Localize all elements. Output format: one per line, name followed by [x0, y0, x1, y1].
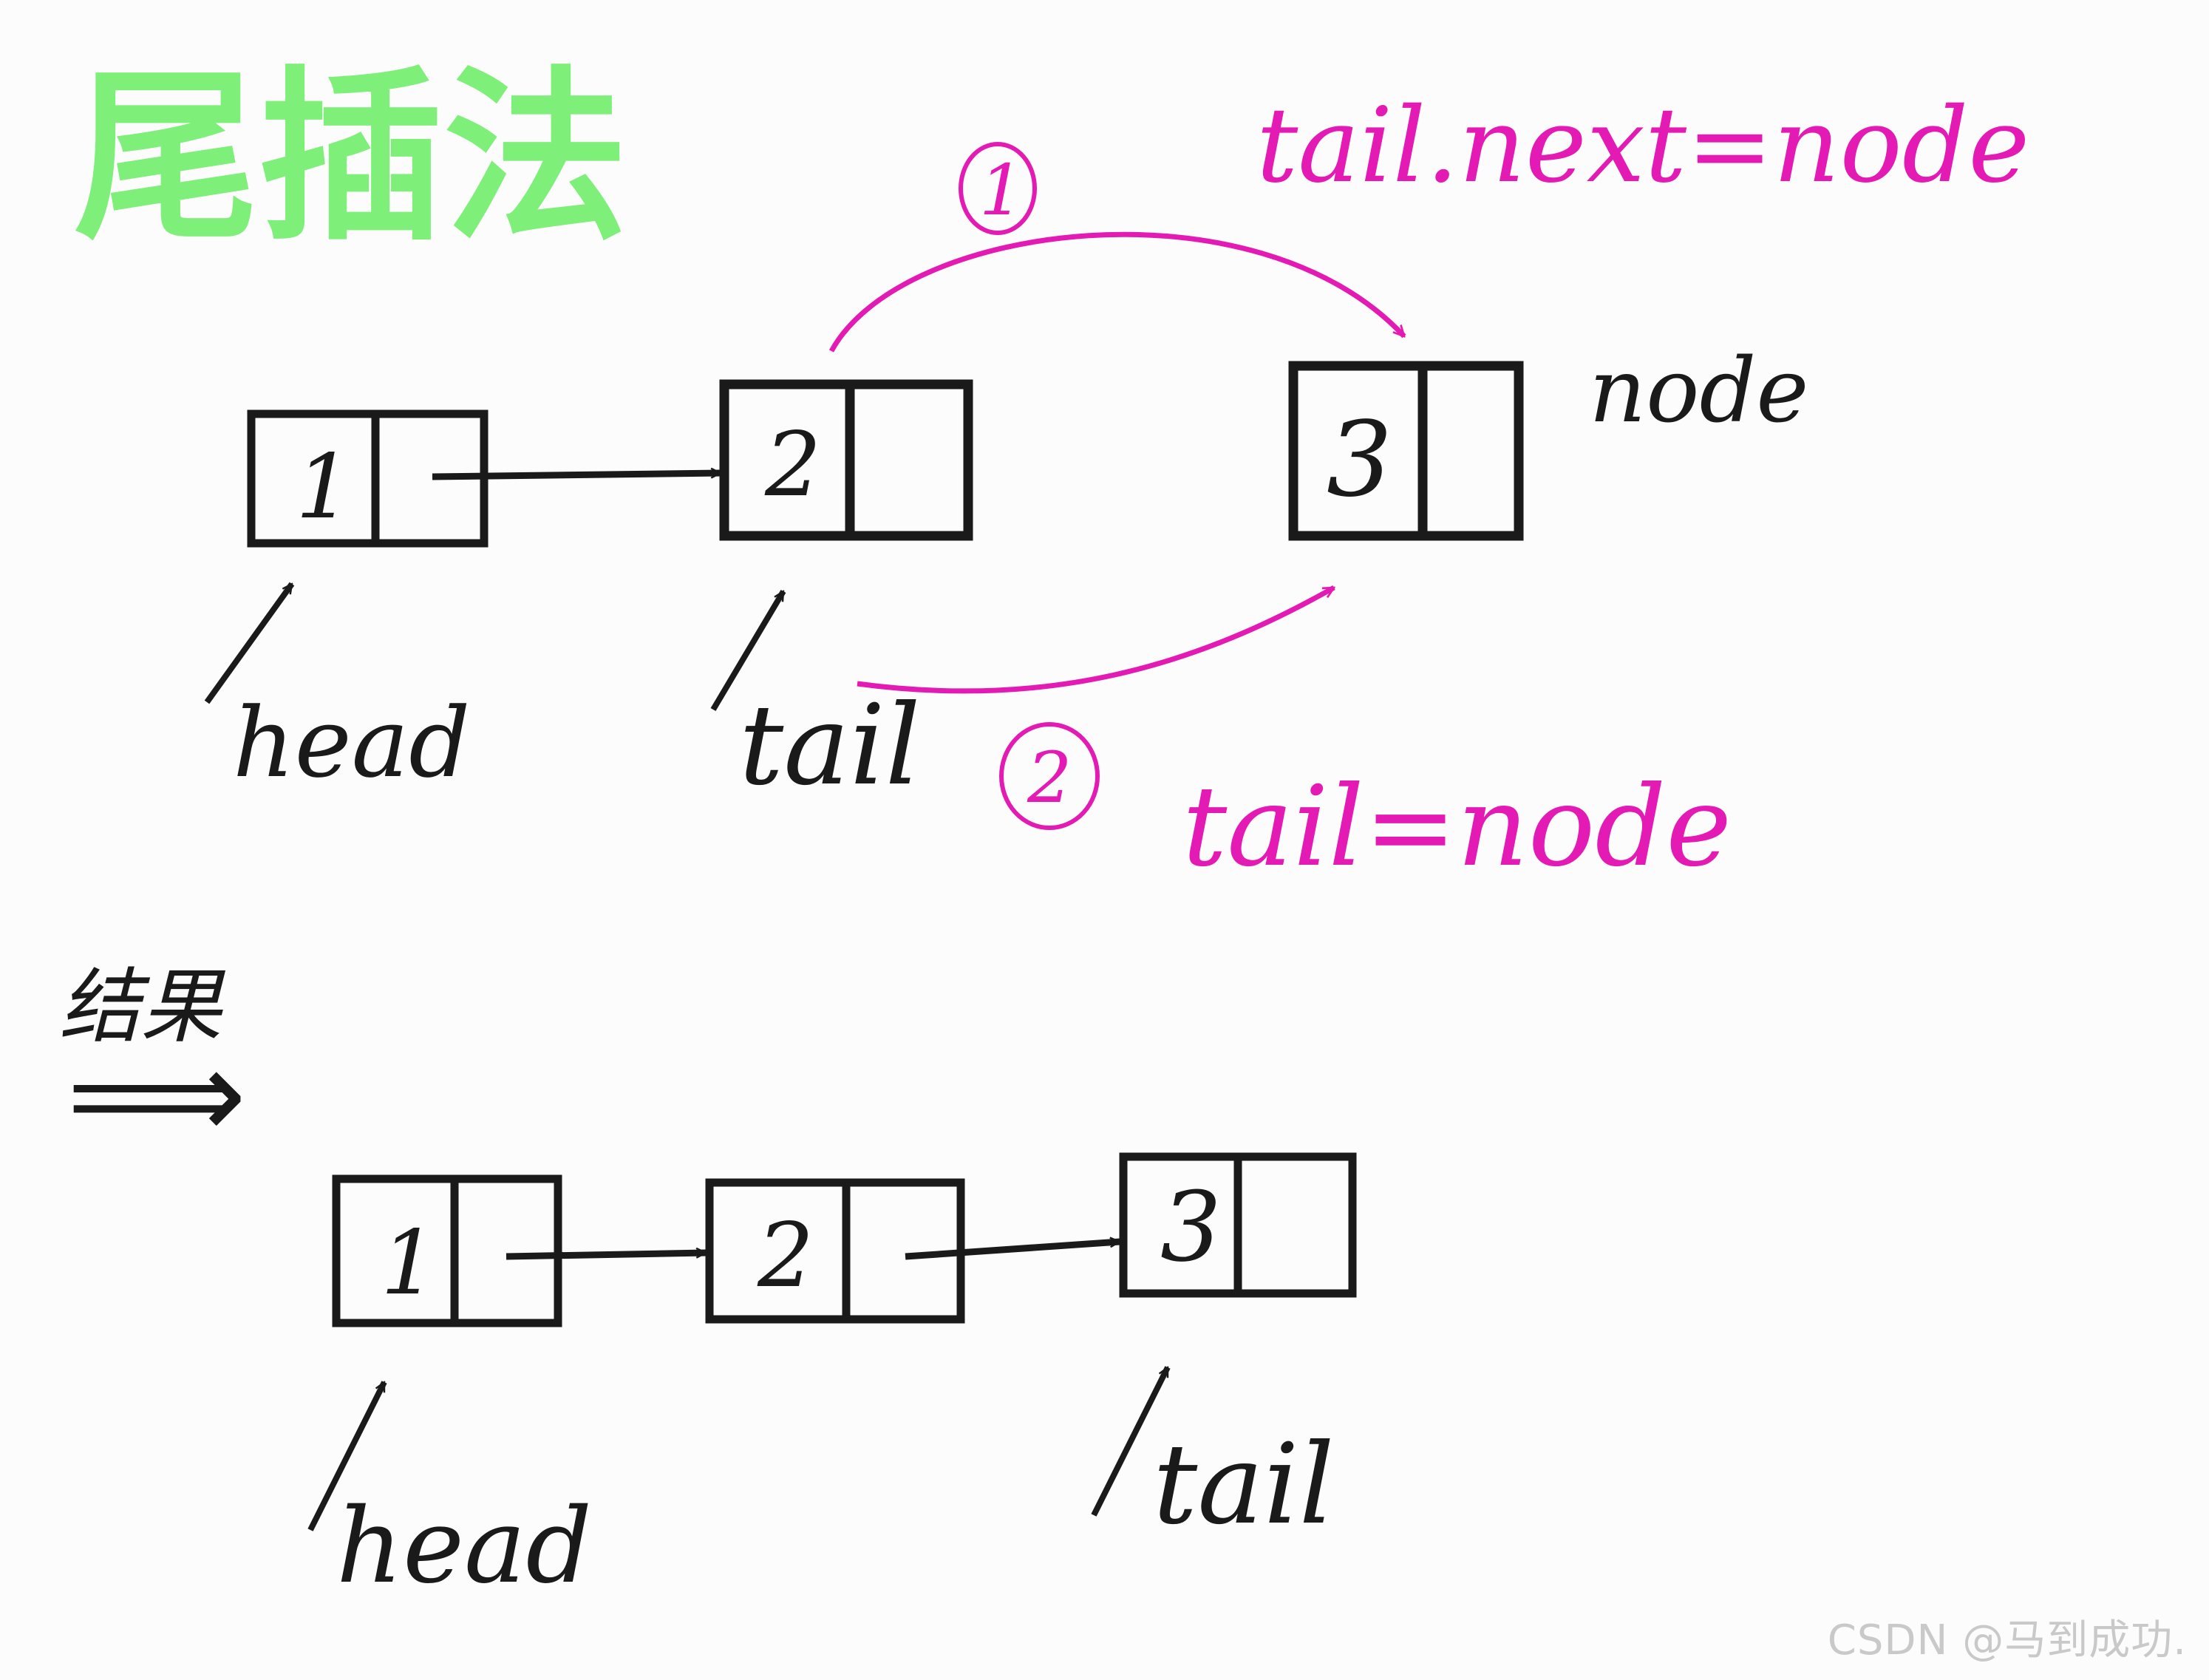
result-label: 结果 — [59, 959, 226, 1054]
result-node-2: 2 — [705, 1178, 965, 1324]
result-arrow: ⟹ — [67, 1022, 247, 1169]
top-node-1-value: 1 — [296, 436, 352, 539]
step-1-number: 1 — [979, 150, 1024, 231]
step-2-number: 2 — [1027, 738, 1072, 819]
top-node-3-label: node — [1589, 340, 1808, 443]
top-head-label: head — [233, 687, 470, 799]
top-node-3-value: 3 — [1327, 400, 1392, 520]
result-tail-label: tail — [1153, 1421, 1335, 1549]
step-2-code: tail=node — [1182, 763, 1732, 891]
watermark: CSDN @马到成功. — [1827, 1616, 2187, 1664]
result-node-2-value: 2 — [757, 1205, 814, 1307]
top-node-3: 3 — [1288, 361, 1524, 541]
result-node-1-value: 1 — [381, 1212, 437, 1315]
step-2-circle — [999, 722, 1100, 830]
result-head-label: head — [336, 1486, 592, 1607]
step-1-code: tail.next=node — [1256, 86, 2029, 206]
top-tail-label: tail — [739, 681, 921, 810]
result-node-3: 3 — [1119, 1152, 1357, 1298]
result-link-2-3 — [905, 1242, 1120, 1260]
top-node-2: 2 — [719, 379, 973, 541]
top-tail-arrow — [710, 591, 786, 712]
top-node-2-value: 2 — [764, 414, 821, 517]
result-link-1-2 — [506, 1253, 706, 1260]
result-tail-arrow — [1091, 1367, 1171, 1517]
page-title: 尾插法 — [74, 50, 628, 265]
step-2-arrow — [857, 585, 1334, 694]
result-node-1: 1 — [332, 1174, 562, 1327]
top-link-1-2 — [432, 473, 721, 480]
step-1-arrow — [828, 231, 1406, 353]
result-head-arrow — [307, 1382, 387, 1531]
step-1-circle — [959, 142, 1037, 235]
result-node-3-value: 3 — [1160, 1171, 1222, 1283]
top-head-arrow — [204, 582, 295, 704]
